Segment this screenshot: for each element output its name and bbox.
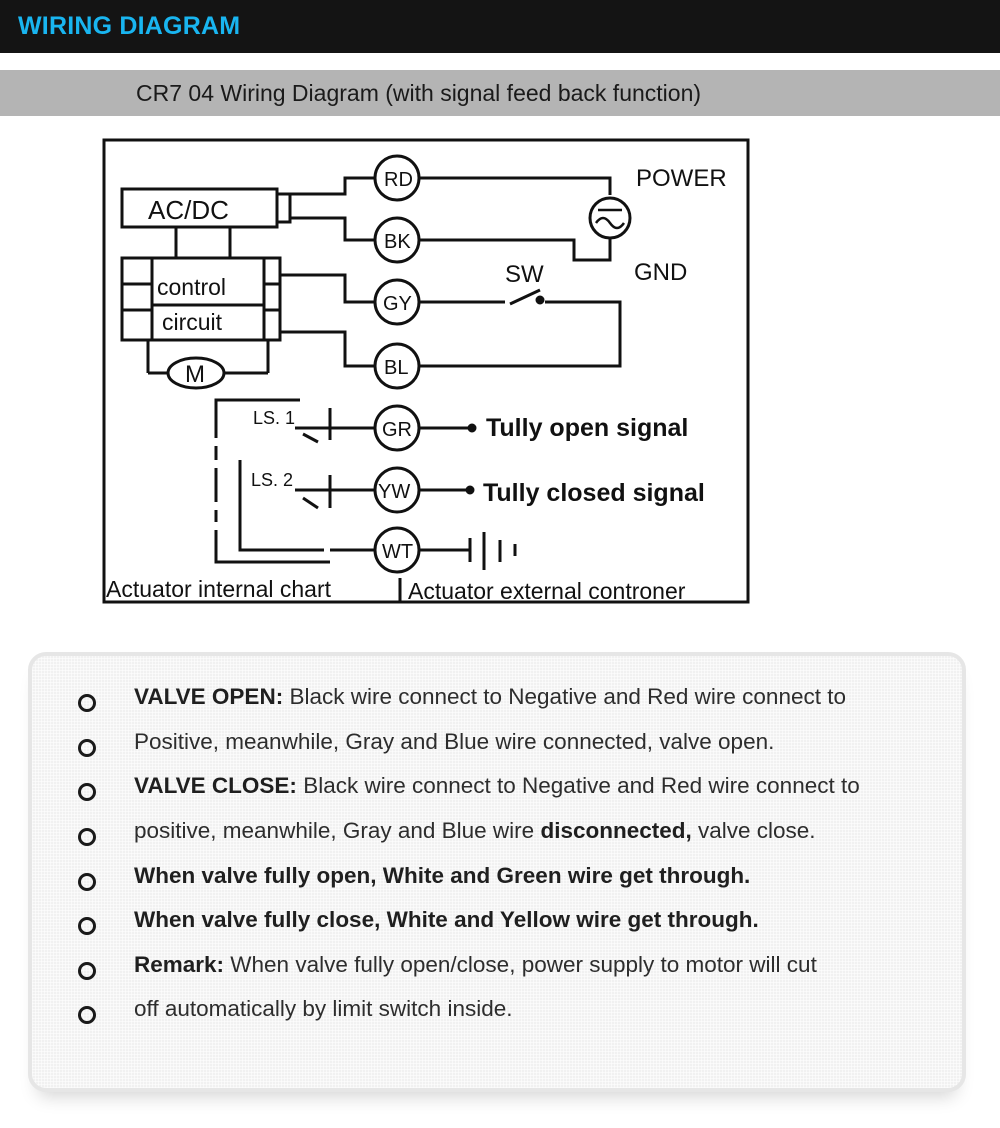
ls1-label: LS. 1 — [253, 408, 295, 428]
note-text: When valve fully open/close, power suppl… — [224, 952, 817, 977]
bullet-icon — [78, 783, 96, 801]
note-bold: When valve fully close, White and Yellow… — [134, 907, 759, 932]
note-text: off automatically by limit switch inside… — [134, 996, 513, 1021]
circuit-label: circuit — [162, 309, 223, 335]
note-bold: Remark: — [134, 952, 225, 977]
notes-panel: VALVE OPEN: Black wire connect to Negati… — [28, 652, 966, 1092]
terminal-gy-label: GY — [383, 293, 412, 315]
terminal-bk-label: BK — [384, 231, 411, 253]
bullet-icon — [78, 873, 96, 891]
note-bold: When valve fully open, White and Green w… — [134, 863, 751, 888]
terminal-bl-label: BL — [384, 357, 408, 379]
ls2-label: LS. 2 — [251, 470, 293, 490]
terminal-yw-label: YW — [378, 481, 410, 503]
note-line: Remark: When valve fully open/close, pow… — [32, 950, 962, 990]
closed-signal-label: Tully closed signal — [483, 479, 705, 507]
note-bold: VALVE OPEN: — [134, 684, 284, 709]
header-title: WIRING DIAGRAM — [18, 12, 241, 40]
open-signal-label: Tully open signal — [486, 414, 688, 442]
ac-source-icon — [588, 196, 632, 240]
terminal-rd-label: RD — [384, 169, 413, 191]
gnd-label: GND — [634, 259, 687, 286]
bullet-icon — [78, 1006, 96, 1024]
wiring-diagram: AC/DC control circuit M LS. 1 LS. 2 RD B… — [102, 138, 750, 604]
note-text: Positive, meanwhile, Gray and Blue wire … — [134, 729, 775, 754]
note-bold: VALVE CLOSE: — [134, 773, 297, 798]
power-label: POWER — [636, 165, 727, 192]
bullet-icon — [78, 962, 96, 980]
terminal-wt-label: WT — [382, 541, 413, 563]
diagram-frame — [102, 138, 750, 604]
note-line: When valve fully open, White and Green w… — [32, 861, 962, 901]
internal-chart-label: Actuator internal chart — [106, 576, 332, 602]
note-line: When valve fully close, White and Yellow… — [32, 905, 962, 945]
note-line: positive, meanwhile, Gray and Blue wire … — [32, 816, 962, 856]
note-text: Black wire connect to Negative and Red w… — [283, 684, 846, 709]
ground-bars-icon — [468, 532, 517, 570]
note-line: VALVE CLOSE: Black wire connect to Negat… — [32, 771, 962, 811]
bullet-icon — [78, 917, 96, 935]
control-label: control — [157, 274, 226, 300]
note-line: VALVE OPEN: Black wire connect to Negati… — [32, 682, 962, 722]
bullet-icon — [78, 739, 96, 757]
sw-label: SW — [505, 261, 544, 288]
external-controller-label: Actuator external controner — [408, 578, 686, 604]
note-bold: disconnected, — [540, 818, 692, 843]
acdc-label: AC/DC — [148, 195, 229, 225]
bullet-icon — [78, 828, 96, 846]
subheader-bar: CR7 04 Wiring Diagram (with signal feed … — [0, 70, 1000, 116]
header-bar: WIRING DIAGRAM — [0, 0, 1000, 53]
bullet-icon — [78, 694, 96, 712]
motor-label: M — [185, 361, 205, 388]
diagram-title: CR7 04 Wiring Diagram (with signal feed … — [136, 80, 702, 106]
note-text: Black wire connect to Negative and Red w… — [296, 773, 860, 798]
note-text: positive, meanwhile, Gray and Blue wire — [134, 818, 541, 843]
note-text: valve close. — [691, 818, 816, 843]
control-left-bracket — [120, 256, 154, 342]
note-line: off automatically by limit switch inside… — [32, 994, 962, 1034]
terminal-gr-label: GR — [382, 419, 412, 441]
note-line: Positive, meanwhile, Gray and Blue wire … — [32, 727, 962, 767]
acdc-block — [120, 187, 279, 229]
